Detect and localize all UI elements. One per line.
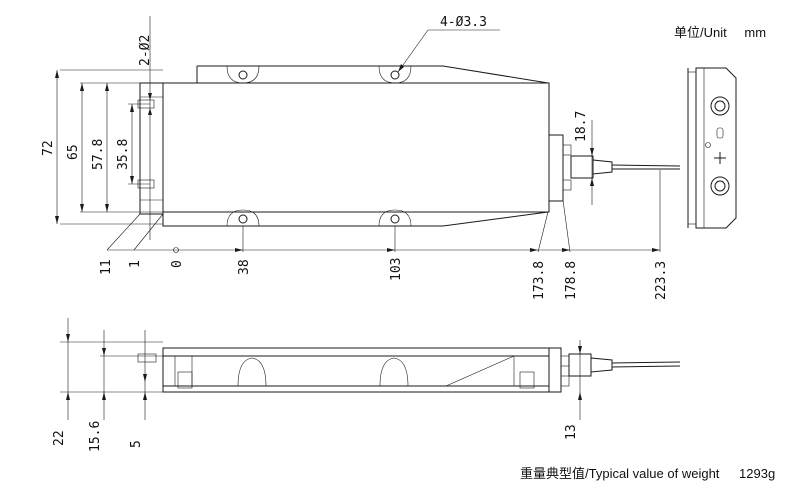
dim-11: 11: [99, 259, 114, 275]
dim-103: 103: [389, 258, 404, 281]
mounting-hole: [390, 70, 400, 80]
mounting-hole: [238, 214, 248, 224]
weight-label: 重量典型值/Typical value of weight 1293g: [520, 463, 775, 482]
dim-13: 13: [564, 424, 579, 440]
mounting-hole: [390, 214, 400, 224]
dim-18-7: 18.7: [574, 111, 589, 142]
dim-15-6: 15.6: [88, 421, 103, 452]
hole-large-label: 4-Ø3.3: [440, 15, 487, 30]
unit-value: mm: [744, 25, 767, 40]
dimension-labels: 2-Ø2 4-Ø3.3 72 65 57.8 35.8 18.7 11 1 0 …: [41, 15, 669, 452]
dim-35-8: 35.8: [116, 139, 131, 170]
top-view: [137, 16, 681, 240]
side-view: [60, 318, 681, 420]
weight-value: 1293g: [739, 466, 776, 481]
dim-1: 1: [128, 260, 143, 268]
horizontal-dimensions: [106, 170, 661, 253]
dim-72: 72: [41, 140, 56, 156]
vertical-dimensions: [55, 69, 594, 225]
unit-label-text: 单位/Unit: [674, 25, 727, 40]
hole-small-label: 2-Ø2: [138, 35, 153, 66]
dim-65: 65: [66, 144, 81, 160]
end-view: [687, 67, 737, 229]
dim-223-3: 223.3: [654, 261, 669, 300]
mounting-hole: [238, 70, 248, 80]
dim-173-8: 173.8: [532, 261, 547, 300]
dim-22: 22: [52, 430, 67, 446]
dim-0: 0: [170, 260, 185, 268]
dim-38: 38: [237, 259, 252, 275]
unit-label: 单位/Unit mm: [674, 22, 766, 41]
dim-57-8: 57.8: [91, 139, 106, 170]
dim-5: 5: [129, 440, 144, 448]
weight-label-text: 重量典型值/Typical value of weight: [520, 466, 720, 481]
dim-178-8: 178.8: [564, 261, 579, 300]
top-view-body: [162, 82, 550, 213]
